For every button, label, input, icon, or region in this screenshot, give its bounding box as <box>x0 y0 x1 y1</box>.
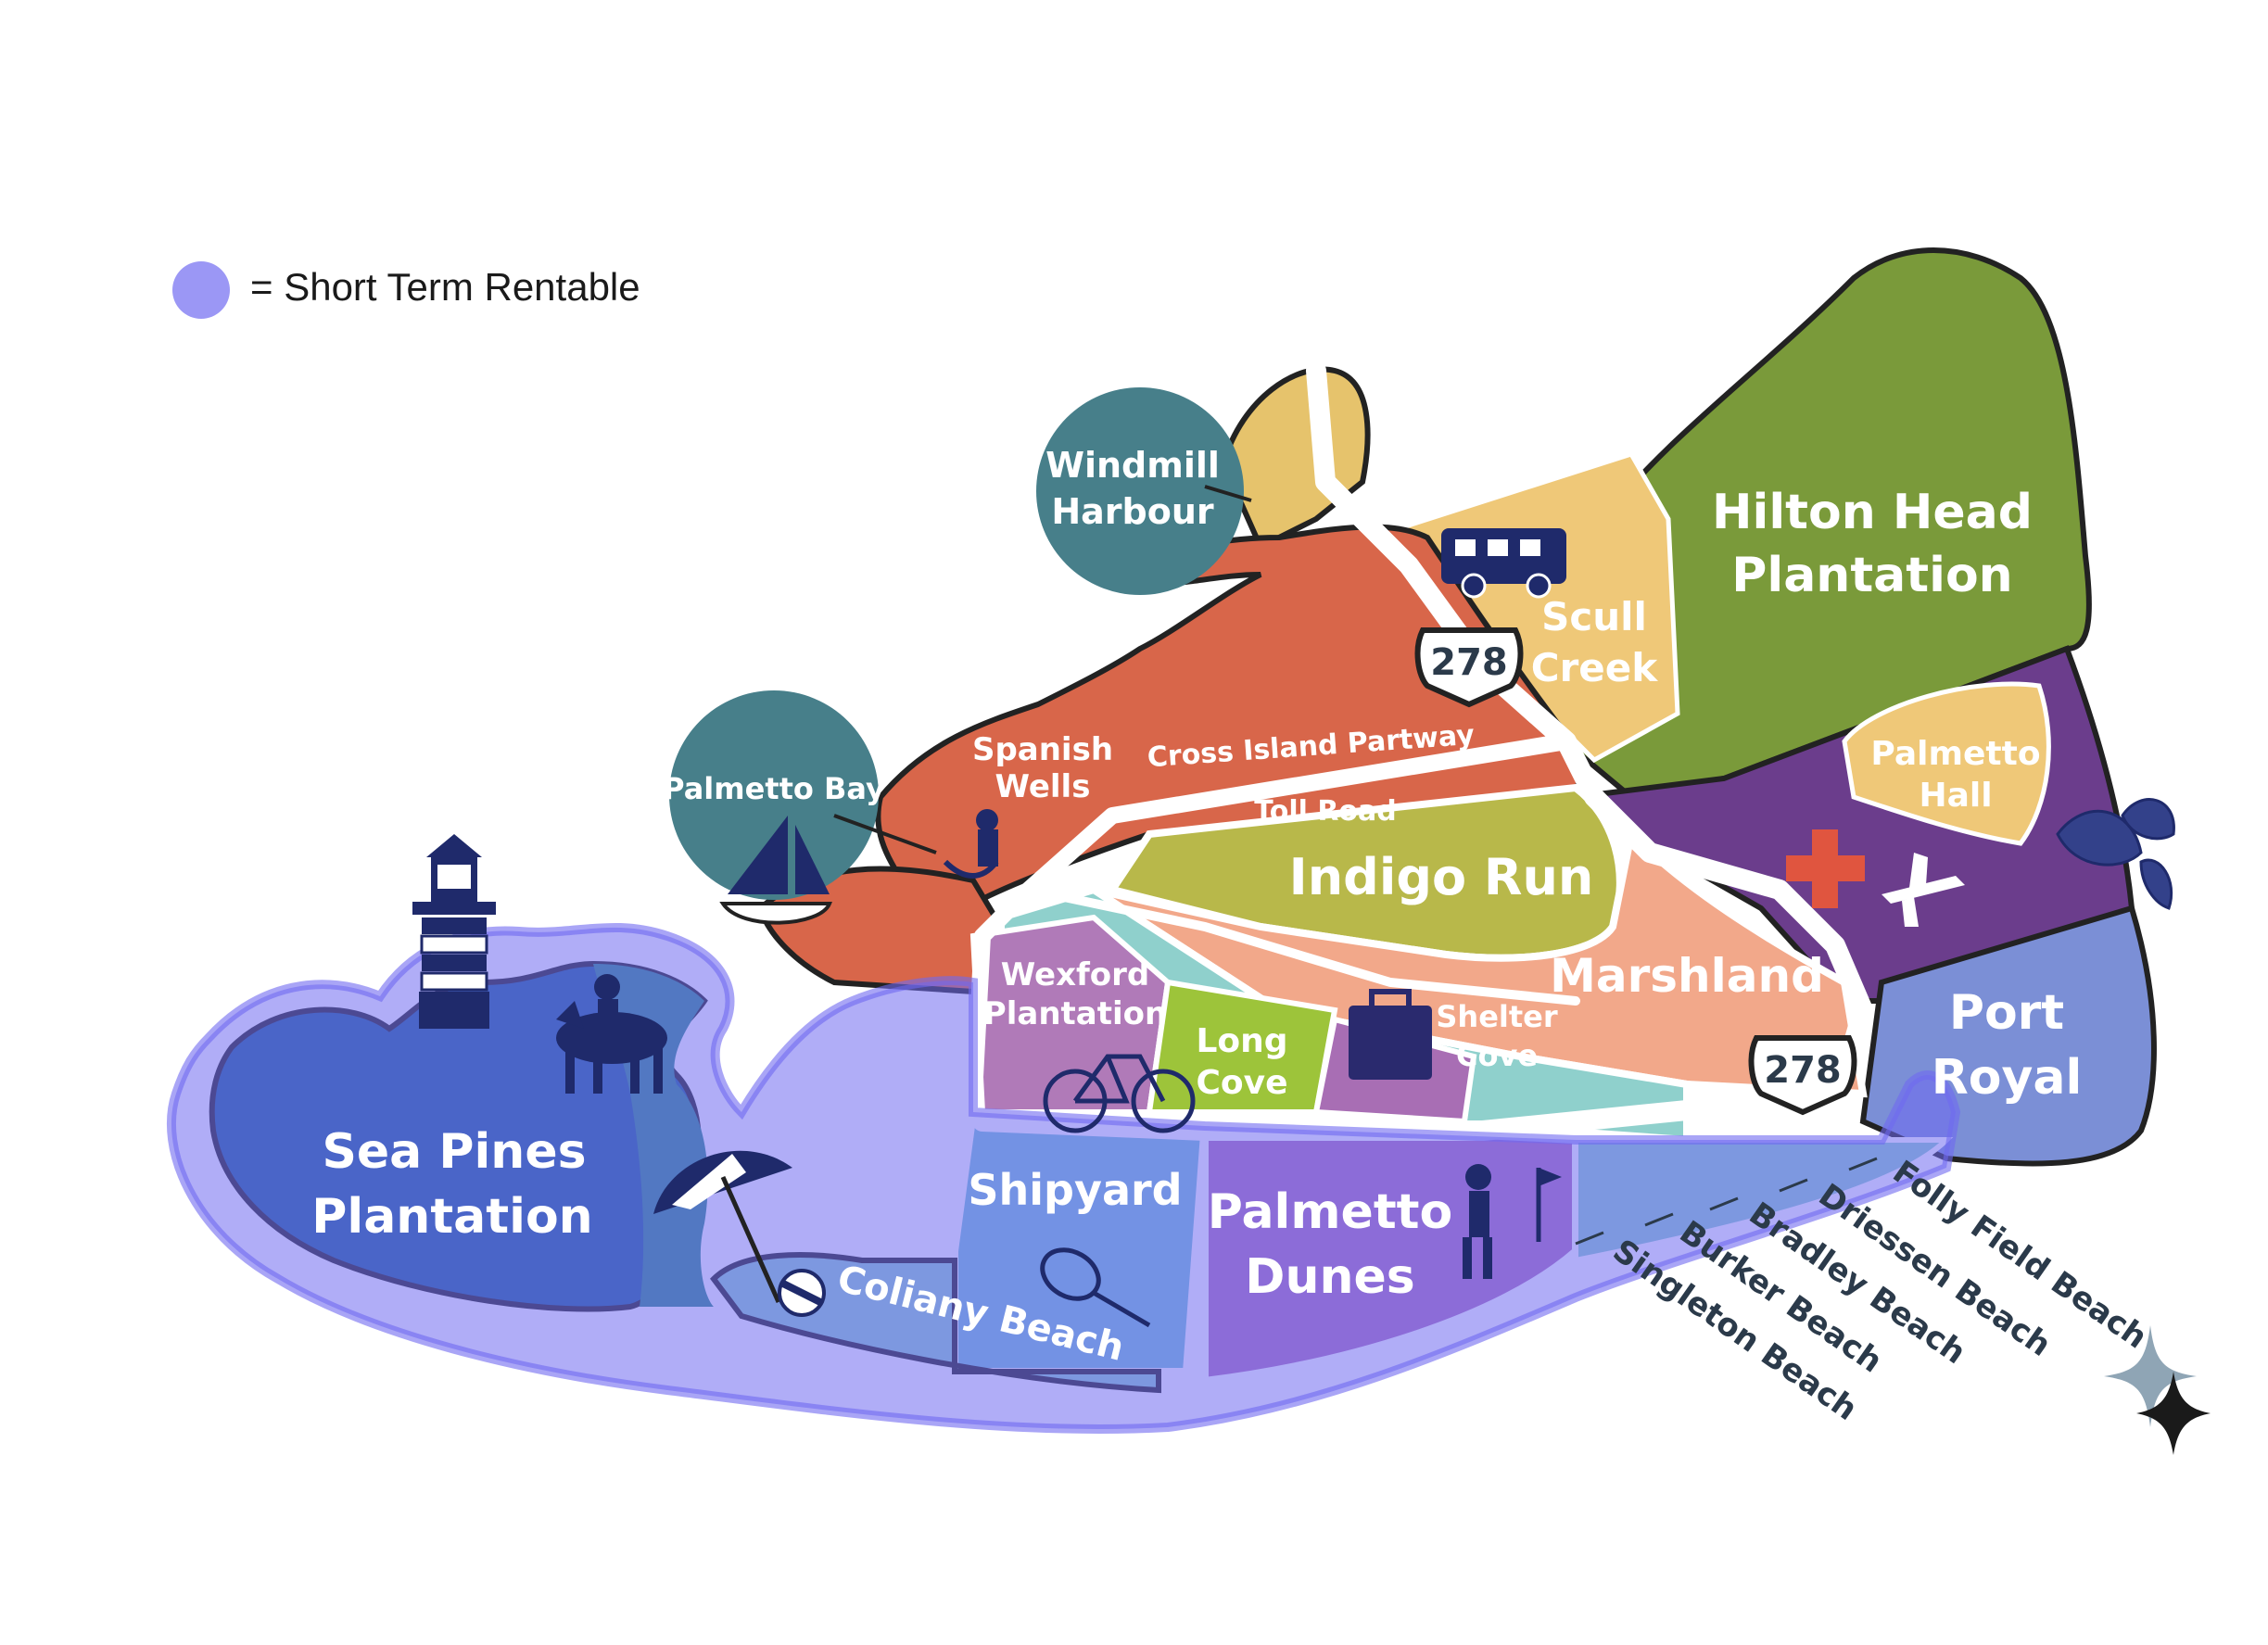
port-royal-label-2: Royal <box>1932 1050 2083 1106</box>
scull-creek-label-1: Scull <box>1541 594 1647 639</box>
wexford-label-1: Wexford <box>1001 956 1150 993</box>
windmill-label-2: Harbour <box>1051 491 1214 532</box>
road-secondary <box>1024 885 1580 1006</box>
windmill-harbour-marker[interactable]: Windmill Harbour <box>1036 387 1252 595</box>
beach-ball-icon <box>778 1269 826 1317</box>
spanish-wells-label-2: Wells <box>995 768 1091 805</box>
route-label-south: 278 <box>1764 1049 1842 1092</box>
spanish-wells-label-1: Spanish <box>972 731 1113 768</box>
route-shield-south: 278 <box>1748 1035 1857 1116</box>
palmetto-bay-label: Palmetto Bay <box>663 771 885 806</box>
palmetto-dunes-label-2: Dunes <box>1245 1249 1414 1305</box>
marshland-label: Marshland <box>1550 949 1824 1003</box>
bicycle-icon <box>1043 1054 1196 1133</box>
sparkle-icon <box>2104 1325 2211 1455</box>
legend-swatch <box>172 261 230 319</box>
wexford-label-2: Plantation <box>983 995 1167 1032</box>
briefcase-icon <box>1349 989 1432 1080</box>
hilton-head-label-2: Plantation <box>1731 548 2012 603</box>
toll-road-label: Toll Road <box>1254 795 1397 828</box>
beach-ticks <box>1575 1157 1878 1246</box>
route-shield-north: 278 <box>1414 627 1524 708</box>
fisherman-icon <box>943 809 999 879</box>
shelter-cove-label-2: Cove <box>1456 1038 1538 1073</box>
airplane-icon <box>1882 853 1965 927</box>
long-cove-label-2: Cove <box>1196 1064 1287 1102</box>
palmetto-bay-marker[interactable]: Palmetto Bay <box>663 690 937 900</box>
beach-umbrella-icon <box>653 1150 792 1304</box>
golfer-icon <box>1463 1164 1562 1279</box>
palmetto-hall-label-2: Hall <box>1919 777 1992 815</box>
palmetto-hall-label-1: Palmetto <box>1870 735 2040 773</box>
horse-rider-icon <box>556 974 667 1094</box>
port-royal-label-1: Port <box>1949 985 2064 1041</box>
region-hilton-head-plantation[interactable] <box>1572 247 2092 801</box>
route-label-north: 278 <box>1430 641 1508 684</box>
tennis-racket-icon <box>1040 1247 1151 1328</box>
rv-icon <box>1441 528 1566 599</box>
hilton-head-label-1: Hilton Head <box>1712 485 2033 540</box>
scull-creek-label-2: Creek <box>1531 645 1659 690</box>
indigo-run-label: Indigo Run <box>1289 848 1594 906</box>
legend-label: = Short Term Rentable <box>250 265 640 309</box>
region-palmetto-hall[interactable] <box>1842 681 2051 846</box>
region-windmill-harbour-land[interactable] <box>1220 366 1371 551</box>
sea-pines-label-1: Sea Pines <box>322 1124 586 1180</box>
seashell-icon <box>2056 798 2175 910</box>
road-278 <box>972 361 1873 1141</box>
shipyard-label: Shipyard <box>968 1165 1182 1215</box>
lighthouse-icon <box>412 834 496 1029</box>
windmill-label-1: Windmill <box>1045 445 1220 486</box>
long-cove-label-1: Long <box>1196 1022 1287 1060</box>
shelter-cove-label-1: Shelter <box>1436 999 1558 1034</box>
sea-pines-label-2: Plantation <box>311 1189 592 1245</box>
sailboat-icon <box>719 816 832 925</box>
hospital-cross-icon <box>1786 829 1865 908</box>
palmetto-dunes-label-1: Palmetto <box>1208 1184 1453 1240</box>
